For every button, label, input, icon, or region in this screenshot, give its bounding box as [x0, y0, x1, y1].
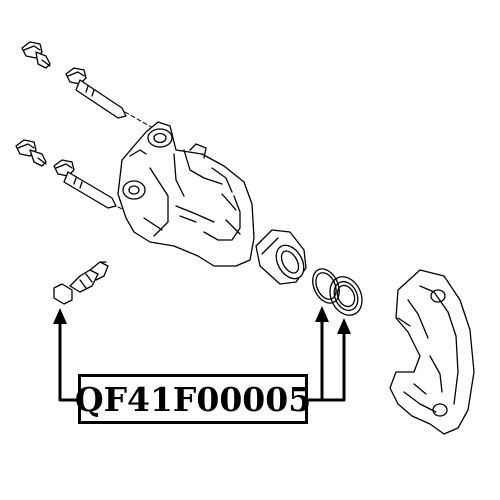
piston-seal	[312, 268, 340, 304]
callout-arrows	[53, 306, 351, 402]
part-number-text: QF41F00005	[74, 379, 312, 419]
dust-boot	[329, 276, 363, 316]
upper-guide-pin	[65, 67, 127, 119]
bleeder-screw	[53, 261, 109, 305]
caliper-housing	[117, 121, 255, 267]
part-number-label: QF41F00005	[74, 374, 312, 424]
lower-guide-pin	[53, 159, 117, 209]
piston	[255, 229, 307, 285]
caliper-bracket	[389, 269, 475, 435]
upper-guide-pin-bolt	[21, 41, 51, 69]
lower-guide-pin-bolt	[15, 139, 47, 167]
